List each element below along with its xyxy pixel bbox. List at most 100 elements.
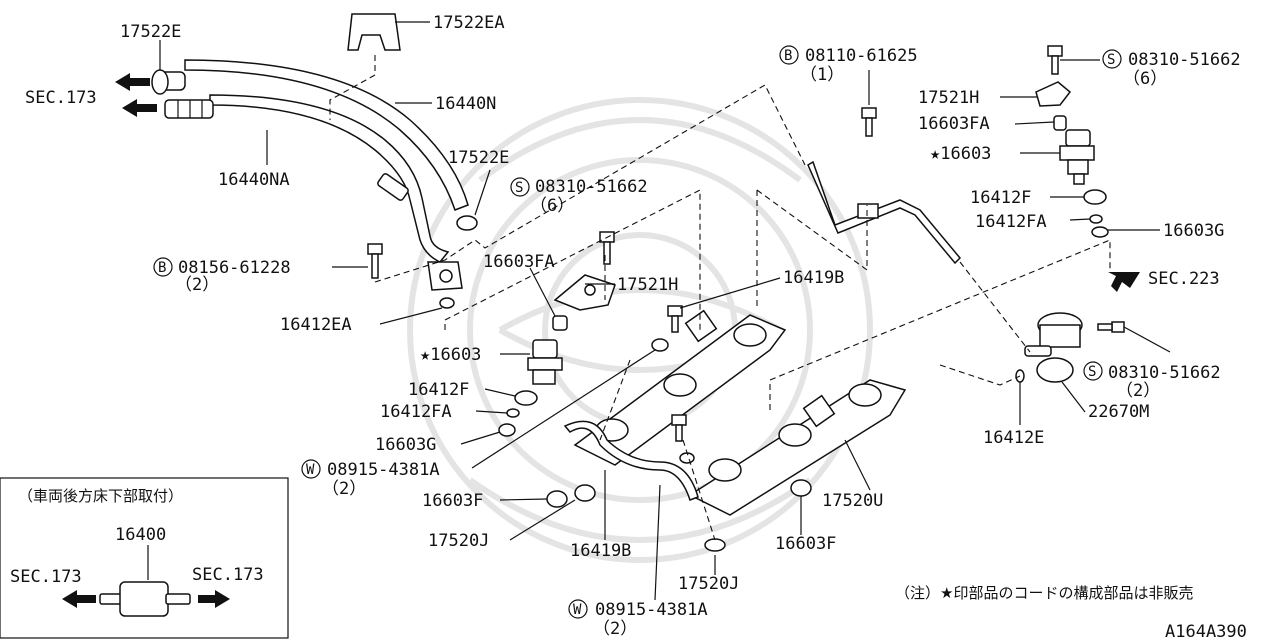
label-08915-mid: 08915-4381A	[327, 460, 440, 480]
label-16603G-mid: 16603G	[375, 435, 436, 455]
label-17520J-bot: 17520J	[678, 574, 739, 594]
o-ring-16412EA[interactable]	[439, 297, 455, 309]
clip-17520J-bottom[interactable]	[704, 538, 726, 552]
screw-marker-top: S	[1107, 52, 1115, 68]
label-16603FA-right: 16603FA	[918, 114, 990, 134]
feed-tube[interactable]	[807, 160, 962, 265]
o-ring-16412F-mid[interactable]	[514, 390, 538, 406]
label-sec173: SEC.173	[25, 88, 97, 108]
o-ring-16412F-right[interactable]	[1083, 189, 1107, 205]
bolt-marker-right: B	[784, 48, 792, 64]
screw-marker: S	[515, 180, 523, 196]
label-16603FA-mid: 16603FA	[483, 252, 555, 272]
injector-holder-17521H-right[interactable]	[1035, 81, 1072, 107]
label-16412E: 16412E	[983, 428, 1044, 448]
fuel-filter-16400[interactable]	[99, 581, 191, 617]
screw-08310-51662-top[interactable]	[1047, 45, 1063, 75]
inset-title: （車両後方床下部取付）	[18, 487, 183, 505]
callout-b-08110: B 08110-61625 （1）	[779, 45, 918, 85]
label-08915-bot-qty: （2）	[593, 619, 637, 639]
hose-fitting-left	[164, 99, 214, 119]
o-ring-16412FA-right[interactable]	[1089, 214, 1103, 224]
label-08310-reg-qty: （2）	[1116, 381, 1160, 401]
fuel-injector-16603-right[interactable]	[1059, 129, 1095, 185]
callout-w-08915-mid: W 08915-4381A （2）	[301, 459, 440, 499]
crossover-pipe-17520J[interactable]	[563, 420, 699, 501]
seal-16603G-mid[interactable]	[498, 423, 516, 437]
inset-sec173-right: SEC.173	[192, 565, 264, 585]
fuel-hose-16440NA[interactable]	[164, 94, 450, 263]
callout-b-08156: B 08156-61228 （2）	[153, 257, 291, 295]
label-16440N: 16440N	[435, 94, 496, 114]
screw-08310-51662-reg[interactable]	[1097, 321, 1125, 333]
hose-clamp-17522E-mid[interactable]	[456, 215, 478, 231]
hose-clamp-17522EA[interactable]	[347, 13, 401, 51]
pressure-regulator-22670M[interactable]	[1024, 312, 1083, 383]
label-16419B-bot: 16419B	[570, 541, 631, 561]
spacer-16603FA-mid[interactable]	[552, 315, 568, 331]
label-star-16603-right: ★16603	[930, 144, 991, 164]
label-08310-mid-qty: （6）	[530, 196, 574, 216]
spacer-16603FA-right[interactable]	[1053, 115, 1067, 131]
inset-part-16400: 16400	[115, 525, 166, 545]
washer-08915-4381A-mid[interactable]	[651, 338, 669, 352]
screw-marker-reg: S	[1088, 364, 1096, 380]
label-17521H-right: 17521H	[918, 88, 979, 108]
label-08310-mid: 08310-51662	[535, 177, 648, 197]
label-08156-qty: （2）	[175, 275, 219, 295]
label-08110-qty: （1）	[800, 65, 844, 85]
callout-s-08310-top: S 08310-51662 （6）	[1102, 49, 1241, 89]
bolt-08156-61228[interactable]	[367, 243, 383, 279]
footnote: （注）★印部品のコードの構成部品は非販売	[895, 584, 1193, 602]
label-08110-61625: 08110-61625	[805, 46, 918, 66]
label-17522EA: 17522EA	[433, 13, 505, 33]
label-16412F-mid: 16412F	[408, 380, 469, 400]
label-08156-61228: 08156-61228	[178, 258, 291, 278]
spacer-16603F-right[interactable]	[790, 479, 812, 497]
bolt-rail-upper[interactable]	[667, 305, 683, 333]
hose-bracket-end[interactable]	[427, 261, 463, 291]
fuel-rail-16419B-upper[interactable]	[573, 309, 787, 466]
label-08310-top-qty: （6）	[1123, 69, 1167, 89]
label-22670M: 22670M	[1088, 402, 1149, 422]
diagram-code: A164A390	[1165, 622, 1247, 639]
washer-08915-4381A-bot[interactable]	[679, 452, 695, 464]
label-17520J-left: 17520J	[428, 531, 489, 551]
label-08310-top: 08310-51662	[1128, 50, 1241, 70]
fuel-hose-16440N[interactable]	[154, 59, 469, 211]
callout-w-08915-bot: W 08915-4381A （2）	[568, 599, 708, 639]
label-08915-mid-qty: （2）	[322, 479, 366, 499]
label-16603F-right: 16603F	[775, 534, 836, 554]
inset-underfloor-filter: （車両後方床下部取付） 16400 SEC.173 SEC.173	[0, 477, 289, 639]
fuel-rail-16419B-lower[interactable]	[688, 379, 907, 516]
label-17522E-mid: 17522E	[448, 148, 509, 168]
label-16412FA-right: 16412FA	[975, 212, 1047, 232]
bolt-marker: B	[158, 260, 166, 276]
label-16412EA: 16412EA	[280, 315, 352, 335]
label-17521H-mid: 17521H	[617, 275, 678, 295]
hose-clamp-17522E-top[interactable]	[151, 69, 169, 95]
label-08915-bot: 08915-4381A	[595, 600, 708, 620]
sec223-arrow[interactable]	[1108, 272, 1140, 292]
bolt-rail-lower[interactable]	[671, 414, 687, 442]
callout-s-08310-mid: S 08310-51662 （6）	[510, 177, 648, 216]
sec173-arrows[interactable]	[115, 73, 157, 117]
label-16440NA: 16440NA	[218, 170, 290, 190]
label-16603G-right: 16603G	[1163, 221, 1224, 241]
label-sec223: SEC.223	[1148, 269, 1220, 289]
o-ring-16412FA-mid[interactable]	[506, 408, 520, 418]
label-16412F-right: 16412F	[970, 188, 1031, 208]
leader-lines	[159, 21, 1171, 601]
label-16419B-top: 16419B	[783, 268, 844, 288]
inset-arrow-right	[198, 590, 230, 608]
seal-16603G-right[interactable]	[1091, 226, 1109, 238]
dashed-relation-lines	[329, 55, 1111, 541]
fuel-injector-16603-mid[interactable]	[527, 339, 563, 385]
bolt-08110-61625[interactable]	[861, 107, 877, 137]
callout-s-08310-reg: S 08310-51662 （2）	[1083, 361, 1221, 401]
inset-sec173-left: SEC.173	[10, 567, 82, 587]
inset-arrow-left	[62, 590, 96, 608]
label-16603F-left: 16603F	[422, 491, 483, 511]
spacers-16603F-left[interactable]	[546, 484, 596, 508]
washer-marker-mid: W	[306, 462, 315, 478]
